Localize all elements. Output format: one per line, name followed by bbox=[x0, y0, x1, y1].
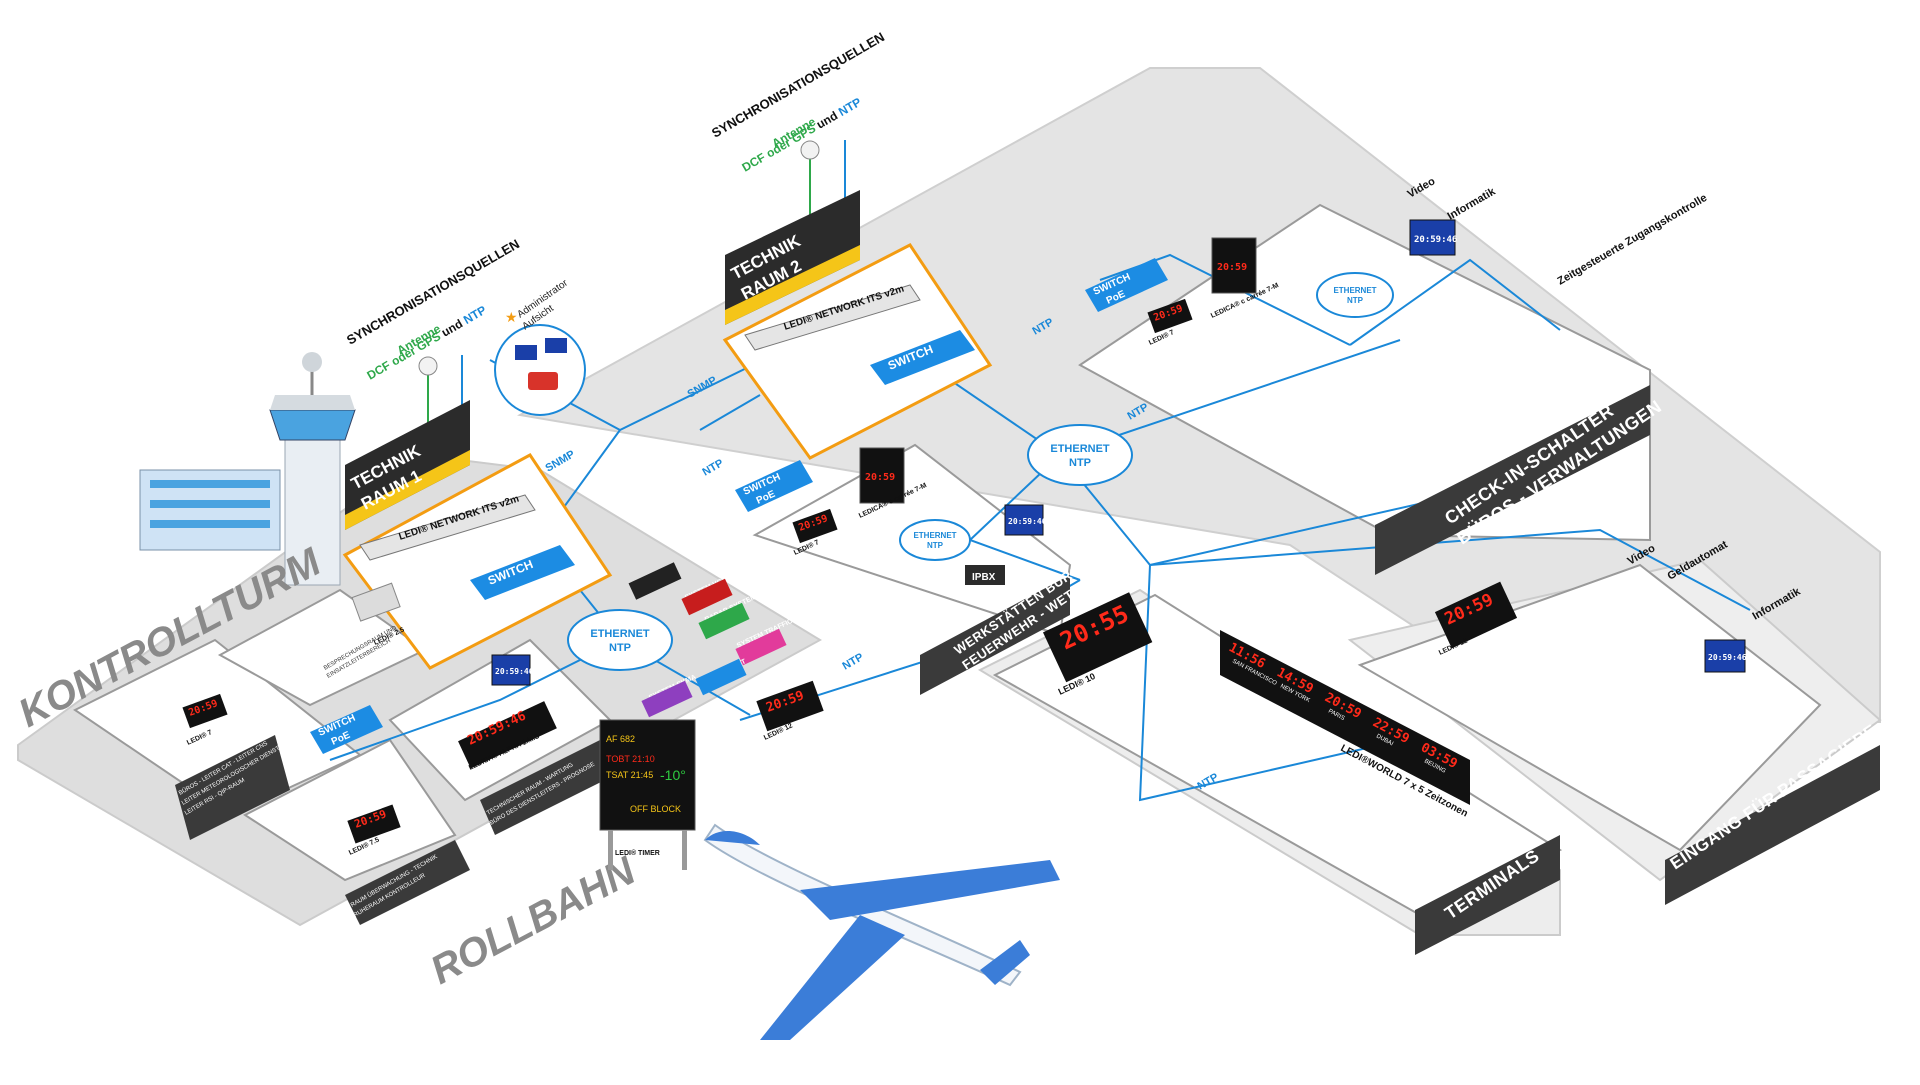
svg-text:AF 682: AF 682 bbox=[606, 734, 635, 744]
svg-text:LEDI® TIMER: LEDI® TIMER bbox=[615, 849, 660, 857]
ethernet-hub-main bbox=[567, 609, 673, 671]
svg-text:TSAT 21:45: TSAT 21:45 bbox=[606, 770, 653, 780]
ethernet-hubs: ETHERNET NTP ETHERNET NTP ETHERNET NTP E… bbox=[567, 272, 1394, 671]
admin-station: Administrator Aufsicht ★ bbox=[494, 277, 586, 416]
control-tower bbox=[139, 352, 356, 586]
svg-text:ETHERNET: ETHERNET bbox=[1333, 286, 1376, 295]
svg-text:20:59:46: 20:59:46 bbox=[1708, 653, 1747, 662]
tech-room-1-switch bbox=[470, 545, 575, 600]
svg-text:20:59:46: 20:59:46 bbox=[1008, 517, 1047, 526]
svg-text:ETHERNET: ETHERNET bbox=[1050, 443, 1110, 455]
svg-text:20:59:46: 20:59:46 bbox=[1414, 235, 1457, 245]
switch-poe-workshop: SWITCH PoE bbox=[735, 460, 813, 512]
svg-text:NTP: NTP bbox=[609, 642, 631, 654]
ntp-label-4: NTP bbox=[841, 651, 866, 672]
tech-room-2-switch bbox=[870, 330, 975, 385]
ethernet-hub-center bbox=[1027, 424, 1133, 486]
svg-text:ETHERNET: ETHERNET bbox=[590, 628, 650, 640]
system-box-1 bbox=[628, 562, 682, 600]
svg-text:20:59: 20:59 bbox=[1217, 262, 1247, 273]
clock-displays: 20:59 LEDI® 7 LEDI® 2.5 20:59 LEDI® 7.5 … bbox=[182, 219, 1747, 870]
svg-text:Informatik: Informatik bbox=[1446, 185, 1499, 222]
snmp-label-1: SNMP bbox=[544, 448, 578, 474]
svg-text:ETHERNET: ETHERNET bbox=[913, 531, 956, 540]
svg-text:NTP: NTP bbox=[927, 541, 944, 550]
airplane bbox=[703, 823, 1060, 1040]
svg-text:NTP: NTP bbox=[1069, 457, 1091, 469]
ethernet-hub-workshop bbox=[899, 519, 971, 561]
ntp-label-1: NTP bbox=[701, 457, 726, 478]
svg-text:TOBT 21:10: TOBT 21:10 bbox=[606, 754, 655, 764]
svg-text:-10°: -10° bbox=[660, 767, 686, 783]
tech-room-1: TECHNIK RAUM 1 LEDI® NETWORK ITS v2m SWI… bbox=[342, 400, 613, 670]
svg-text:20:59: 20:59 bbox=[865, 472, 895, 483]
svg-text:Zeitgesteuerte Zugangskontroll: Zeitgesteuerte Zugangskontrolle bbox=[1556, 192, 1710, 288]
antenna-dome-mid bbox=[800, 140, 820, 160]
tech-room-2: TECHNIK RAUM 2 LEDI® NETWORK ITS v2m SWI… bbox=[722, 190, 993, 460]
svg-text:★: ★ bbox=[505, 309, 518, 325]
svg-text:OFF BLOCK: OFF BLOCK bbox=[630, 804, 681, 814]
antenna-dome-left bbox=[418, 356, 438, 376]
svg-text:20:59:46: 20:59:46 bbox=[495, 667, 534, 676]
svg-text:NTP: NTP bbox=[1347, 296, 1364, 305]
ethernet-hub-checkin bbox=[1316, 272, 1394, 318]
svg-text:IPBX: IPBX bbox=[972, 572, 996, 583]
